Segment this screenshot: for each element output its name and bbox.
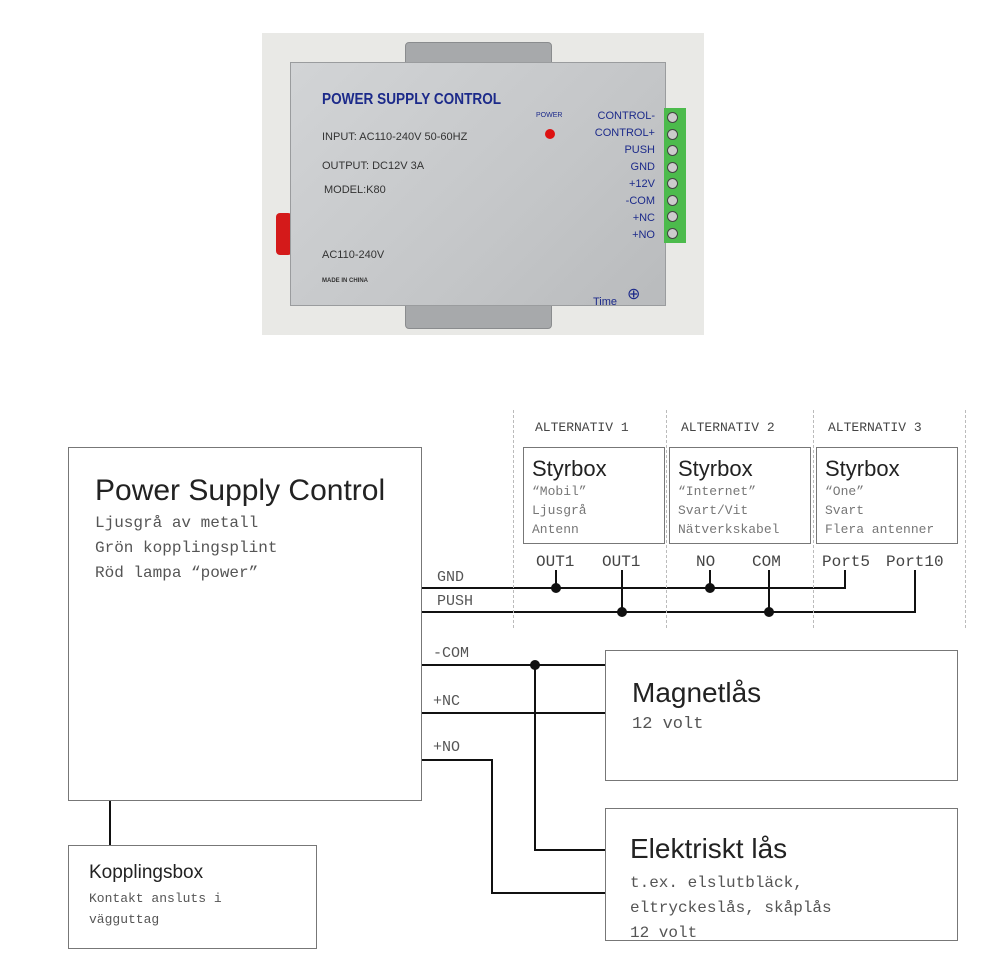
divider	[513, 410, 514, 628]
junction-dot	[617, 607, 627, 617]
terminal-label: -COM	[625, 195, 655, 207]
electric-line: t.ex. elslutbläck,	[630, 874, 803, 892]
styrbox-title: Styrbox	[825, 456, 900, 481]
koppling-box: Kopplingsbox Kontakt ansluts i vägguttag	[68, 845, 317, 949]
psc-box: Power Supply Control Ljusgrå av metall G…	[68, 447, 422, 801]
push-label: PUSH	[437, 593, 474, 610]
junction-dot	[705, 583, 715, 593]
time-label: Time	[593, 296, 618, 308]
koppling-line: vägguttag	[89, 912, 160, 927]
styrbox-line: Antenn	[532, 522, 579, 537]
koppling-line: Kontakt ansluts i	[89, 891, 222, 906]
device-made-in: MADE IN CHINA	[322, 278, 368, 284]
nc-label: +NC	[433, 693, 461, 710]
koppling-title: Kopplingsbox	[89, 862, 204, 883]
psc-line: Grön kopplingsplint	[95, 539, 278, 557]
psc-line: Röd lampa “power”	[95, 564, 259, 582]
junction-dot	[551, 583, 561, 593]
electric-line: 12 volt	[630, 924, 698, 942]
terminal-screw-icon	[667, 145, 678, 156]
terminal-screw-icon	[667, 128, 678, 140]
device-model: MODEL:K80	[324, 184, 386, 196]
com-to-electric-wire	[534, 665, 605, 851]
terminal-screw-icon	[667, 194, 678, 206]
junction-dot	[764, 607, 774, 617]
power-led-label: POWER	[536, 112, 563, 119]
alternative-header: ALTERNATIV 3	[828, 420, 922, 435]
time-dial-icon: ⊕	[627, 286, 641, 303]
gnd-label: GND	[437, 569, 465, 586]
styrbox-port-label: Port10	[886, 553, 944, 571]
magnet-lock-box: Magnetlås 12 volt	[605, 650, 958, 781]
styrbox-port-label: COM	[752, 553, 781, 571]
gnd-wire	[421, 570, 846, 589]
power-led	[545, 129, 555, 139]
styrbox-port-label: NO	[696, 553, 716, 571]
alternative-header: ALTERNATIV 1	[535, 420, 629, 435]
psc-line: Ljusgrå av metall	[95, 514, 259, 532]
terminal-screw-icon	[667, 211, 678, 222]
device-input: INPUT: AC110-240V 50-60HZ	[322, 131, 468, 143]
power-switch	[276, 213, 292, 255]
device-ac: AC110-240V	[322, 249, 385, 261]
device-output: OUTPUT: DC12V 3A	[322, 160, 425, 172]
styrbox-title: Styrbox	[678, 456, 753, 481]
terminal-label: PUSH	[624, 144, 655, 156]
styrbox-port-label: OUT1	[536, 553, 575, 571]
electric-line: eltryckeslås, skåplås	[630, 899, 832, 917]
terminal-label: +NC	[632, 212, 655, 224]
magnet-title: Magnetlås	[632, 677, 762, 708]
device-photo: POWER SUPPLY CONTROL INPUT: AC110-240V 5…	[262, 33, 704, 335]
styrbox-port-label: OUT1	[602, 553, 641, 571]
styrbox-line: Svart	[825, 503, 865, 518]
terminal-screw-icon	[667, 112, 678, 123]
styrbox-port-label: Port5	[822, 553, 871, 571]
electric-lock-box: Elektriskt lås t.ex. elslutbläck, eltryc…	[605, 808, 958, 942]
styrbox-port-wires	[555, 570, 770, 612]
styrbox-title: Styrbox	[532, 456, 607, 481]
terminal-label: CONTROL-	[597, 110, 655, 122]
magnet-line: 12 volt	[632, 715, 704, 734]
styrbox-line: Flera antenner	[825, 522, 935, 537]
terminal-label: GND	[630, 161, 655, 173]
push-wire	[421, 570, 916, 613]
terminal-label: +NO	[632, 229, 655, 241]
styrbox-line: “One”	[825, 484, 865, 499]
divider	[813, 410, 814, 628]
terminal-screw-icon	[667, 178, 678, 189]
terminal-label: CONTROL+	[594, 127, 655, 139]
terminal-screw-icon	[667, 227, 678, 239]
device-title: POWER SUPPLY CONTROL	[322, 91, 502, 108]
terminal-screw-icon	[667, 161, 678, 173]
divider	[666, 410, 667, 628]
styrbox-line: Svart/Vit	[678, 503, 749, 518]
no-label: +NO	[433, 739, 461, 756]
alternative-header: ALTERNATIV 2	[681, 420, 775, 435]
no-wire	[421, 759, 605, 894]
terminal-label: +12V	[629, 178, 655, 190]
divider	[965, 410, 966, 628]
electric-title: Elektriskt lås	[630, 833, 788, 864]
terminal-block	[664, 108, 686, 243]
styrbox-line: Ljusgrå	[532, 503, 587, 518]
com-label: -COM	[433, 645, 470, 662]
psc-title: Power Supply Control	[95, 474, 386, 507]
device-case: POWER SUPPLY CONTROL INPUT: AC110-240V 5…	[290, 62, 666, 308]
styrbox-line: Nätverkskabel	[678, 522, 780, 537]
styrbox-line: “Internet”	[678, 484, 757, 499]
junction-dot	[530, 660, 540, 670]
styrbox-line: “Mobil”	[532, 484, 587, 499]
